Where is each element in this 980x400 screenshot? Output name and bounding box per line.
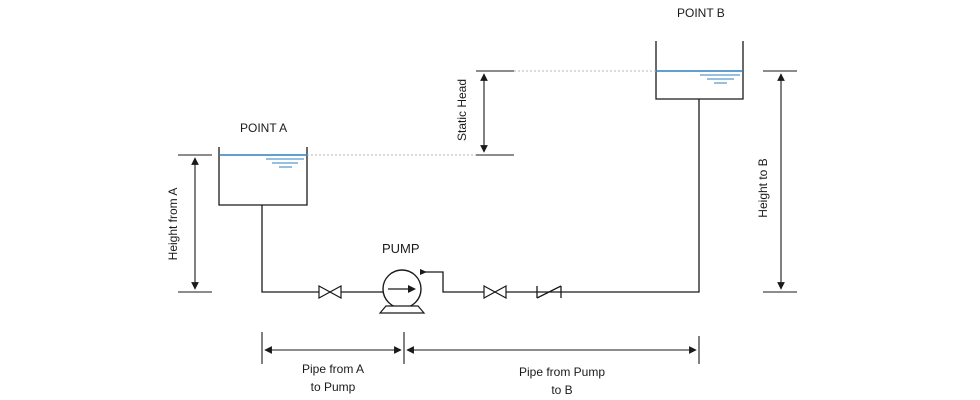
pump xyxy=(378,269,427,314)
pipe-a-label-line1: Pipe from A xyxy=(302,362,364,376)
pump-label: PUMP xyxy=(382,241,420,256)
pipe-to-b xyxy=(420,99,700,293)
height-from-a-dimension xyxy=(178,154,212,293)
pipe-from-a xyxy=(261,205,385,293)
pipe-length-dimensions xyxy=(261,332,700,364)
point-a-label: POINT A xyxy=(240,121,287,135)
static-head-dimension xyxy=(476,70,514,156)
point-b-label: POINT B xyxy=(677,6,725,20)
pipe-a-label-line2: to Pump xyxy=(311,380,356,394)
check-valve xyxy=(536,285,562,299)
static-head-label: Static Head xyxy=(455,79,469,141)
height-from-a-label: Height from A xyxy=(166,188,180,261)
pipe-b-label-line2: to B xyxy=(551,383,572,397)
height-to-b-dimension xyxy=(763,70,797,293)
tank-a xyxy=(218,147,308,206)
pipe-b-label-line1: Pipe from Pump xyxy=(519,365,605,379)
gate-valve-2 xyxy=(483,284,507,300)
height-to-b-label: Height to B xyxy=(756,158,770,217)
gate-valve-1 xyxy=(318,284,342,300)
tank-b xyxy=(655,41,744,100)
